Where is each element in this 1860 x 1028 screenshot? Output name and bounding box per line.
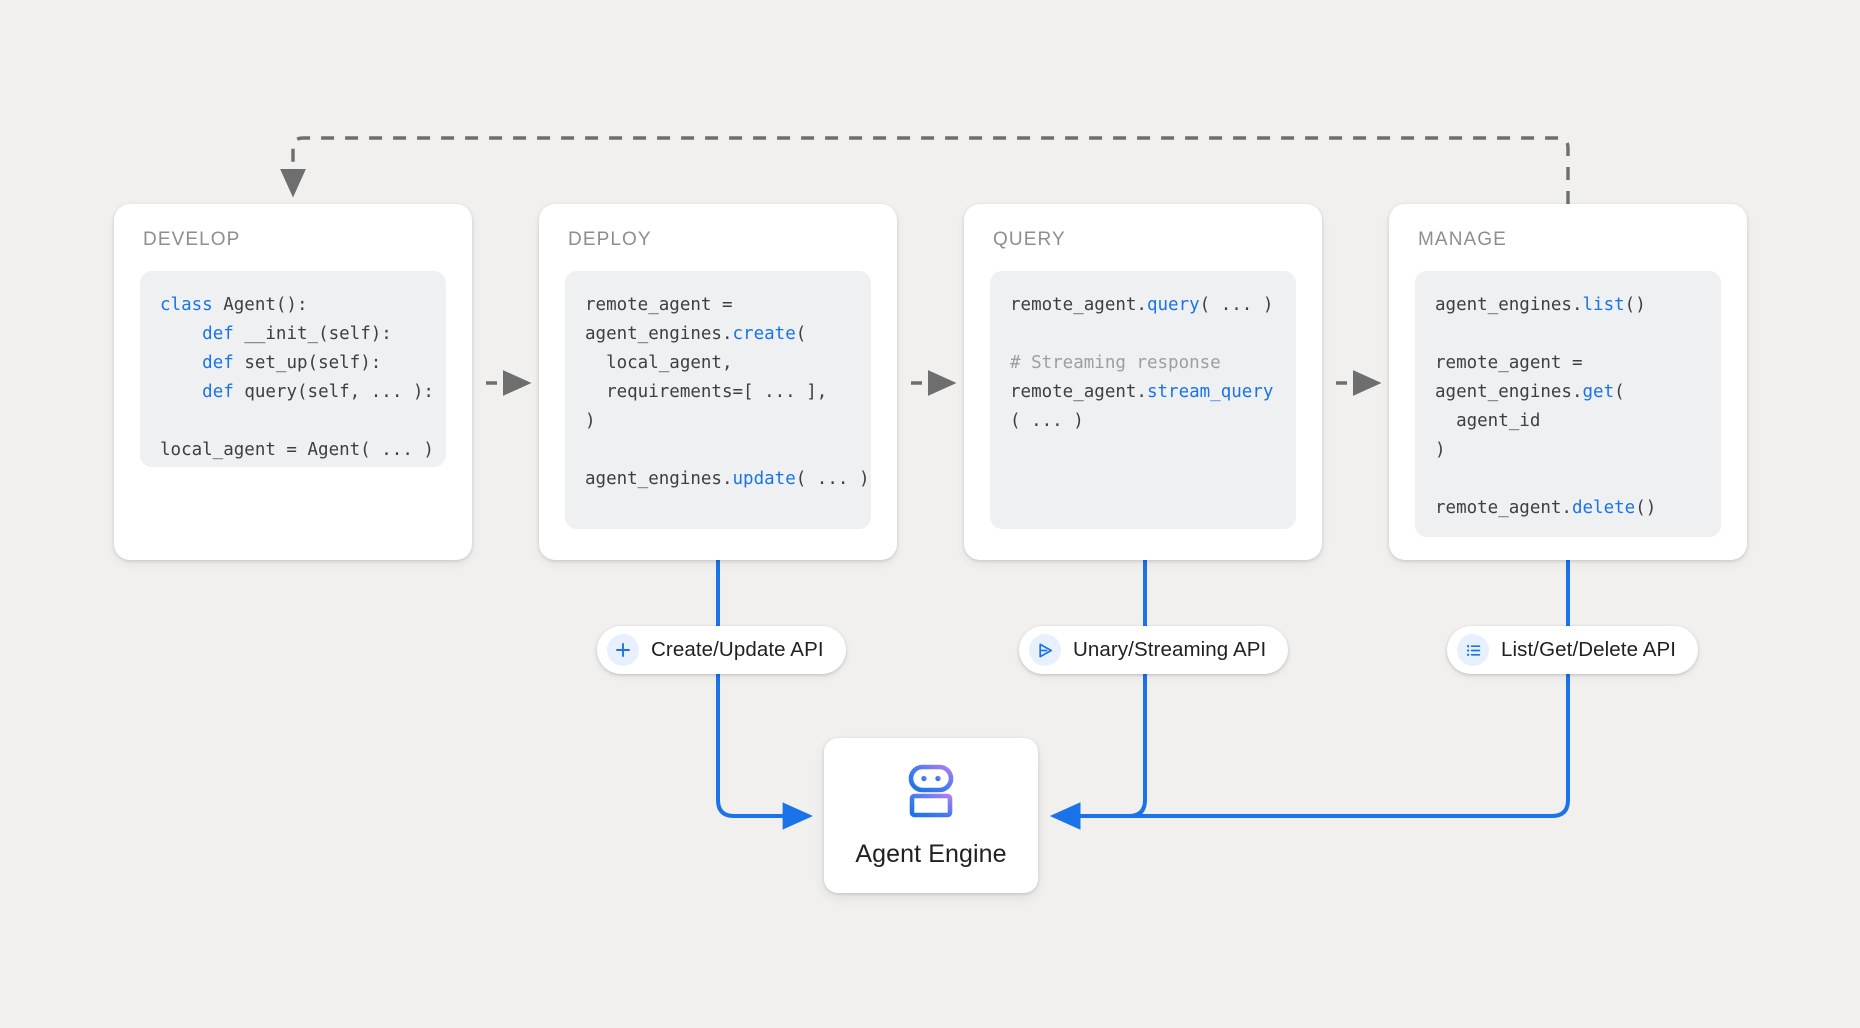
api-pill-label: List/Get/Delete API (1501, 638, 1677, 661)
agent-engine-node[interactable]: Agent Engine (824, 738, 1038, 893)
stage-card-query[interactable]: QUERY remote_agent.query( ... ) # Stream… (964, 204, 1322, 560)
api-pill-label: Create/Update API (651, 638, 824, 661)
stage-title-deploy: DEPLOY (568, 229, 652, 250)
send-triangle-icon (1029, 634, 1061, 666)
api-pill-unary-streaming[interactable]: Unary/Streaming API (1019, 626, 1289, 674)
plus-icon (607, 634, 639, 666)
api-pill-list-get-delete[interactable]: List/Get/Delete API (1447, 626, 1699, 674)
api-pill-label: Unary/Streaming API (1073, 638, 1267, 661)
query-to-agent-engine-connector (1049, 560, 1147, 830)
stage-title-query: QUERY (993, 229, 1066, 250)
api-pill-create-update[interactable]: Create/Update API (597, 626, 846, 674)
deploy-to-agent-engine-connector (716, 560, 814, 830)
stage-card-deploy[interactable]: DEPLOY remote_agent = agent_engines.crea… (539, 204, 897, 560)
list-icon (1457, 634, 1489, 666)
stage-card-manage[interactable]: MANAGE agent_engines.list() remote_agent… (1389, 204, 1747, 560)
stage-title-develop: DEVELOP (143, 229, 241, 250)
agent-engine-label: Agent Engine (855, 839, 1007, 868)
manage-to-agent-engine-connector (1049, 560, 1570, 830)
stage-title-manage: MANAGE (1418, 229, 1507, 250)
robot-icon (899, 763, 963, 828)
code-block-develop: class Agent(): def __init_(self): def se… (140, 271, 446, 467)
code-block-manage: agent_engines.list() remote_agent = agen… (1415, 271, 1721, 537)
stage-card-develop[interactable]: DEVELOP class Agent(): def __init_(self)… (114, 204, 472, 560)
code-block-deploy: remote_agent = agent_engines.create( loc… (565, 271, 871, 529)
feedback-loop-connector (280, 136, 1570, 204)
code-block-query: remote_agent.query( ... ) # Streaming re… (990, 271, 1296, 529)
